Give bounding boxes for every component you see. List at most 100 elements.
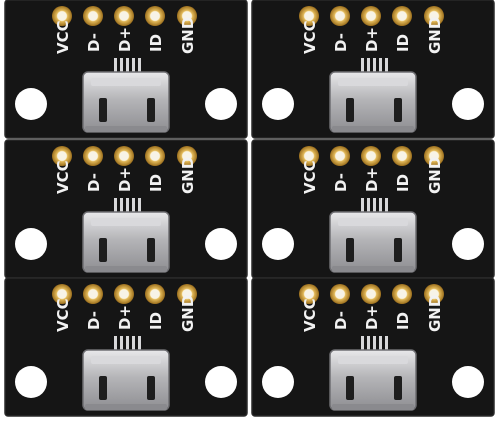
pin-label: VCC — [301, 20, 319, 54]
header-pad-hole — [335, 11, 345, 21]
connector-lip — [91, 356, 161, 364]
header-pad-hole — [182, 289, 192, 299]
pin-label: VCC — [54, 20, 72, 54]
connector-slot — [346, 238, 354, 262]
header-pad-hole — [366, 151, 376, 161]
pin-label: D- — [332, 311, 350, 330]
header-pad-hole — [119, 151, 129, 161]
connector-contact — [379, 336, 382, 350]
pin-label: D+ — [116, 305, 134, 330]
pin-label: GND — [426, 295, 444, 332]
connector-tab — [332, 126, 414, 132]
pin-label: ID — [147, 312, 165, 330]
connector-slot — [99, 98, 107, 122]
header-pad-hole — [304, 11, 314, 21]
pin-label: GND — [179, 157, 197, 194]
connector-slot — [147, 238, 155, 262]
header-pad-hole — [150, 151, 160, 161]
header-pad-hole — [335, 151, 345, 161]
connector-contact — [367, 198, 370, 212]
connector-slot — [394, 238, 402, 262]
connector-contact — [132, 58, 135, 72]
mounting-hole — [262, 228, 294, 260]
connector-contact — [120, 336, 123, 350]
header-pad-hole — [182, 151, 192, 161]
connector-contact — [126, 58, 129, 72]
header-pad-hole — [397, 151, 407, 161]
connector-tab — [85, 126, 167, 132]
connector-tab — [332, 266, 414, 272]
header-pad-hole — [429, 289, 439, 299]
header-pad-hole — [304, 151, 314, 161]
header-pad-hole — [304, 289, 314, 299]
mounting-hole — [205, 228, 237, 260]
pin-label: VCC — [54, 298, 72, 332]
connector-slot — [147, 98, 155, 122]
pin-label: GND — [426, 157, 444, 194]
pin-label: D- — [85, 311, 103, 330]
connector-contact — [385, 198, 388, 212]
mounting-hole — [205, 366, 237, 398]
connector-lip — [338, 78, 408, 86]
connector-contact — [361, 336, 364, 350]
header-pad-hole — [57, 11, 67, 21]
connector-lip — [338, 218, 408, 226]
connector-tab — [332, 404, 414, 410]
mounting-hole — [452, 366, 484, 398]
header-pad-hole — [366, 11, 376, 21]
pin-label: D+ — [116, 27, 134, 52]
header-pad-hole — [397, 11, 407, 21]
header-pad-hole — [119, 11, 129, 21]
connector-contact — [385, 336, 388, 350]
header-pad-hole — [88, 289, 98, 299]
breakout-board: VCC D- D+ ID GND — [4, 277, 248, 417]
connector-contact — [138, 198, 141, 212]
connector-contact — [114, 198, 117, 212]
connector-contact — [114, 336, 117, 350]
connector-contact — [379, 198, 382, 212]
connector-lip — [91, 78, 161, 86]
pin-label: ID — [394, 34, 412, 52]
pin-label: D- — [85, 33, 103, 52]
connector-contact — [361, 58, 364, 72]
connector-contact — [367, 336, 370, 350]
connector-contact — [138, 336, 141, 350]
connector-contact — [361, 198, 364, 212]
mounting-hole — [15, 88, 47, 120]
connector-slot — [346, 376, 354, 400]
pin-label: D- — [332, 33, 350, 52]
mounting-hole — [452, 88, 484, 120]
connector-contact — [138, 58, 141, 72]
header-pad-hole — [366, 289, 376, 299]
pin-label: D- — [85, 173, 103, 192]
mounting-hole — [452, 228, 484, 260]
connector-slot — [147, 376, 155, 400]
header-pad-hole — [429, 11, 439, 21]
header-pad-hole — [88, 151, 98, 161]
connector-contact — [126, 198, 129, 212]
header-pad-hole — [57, 289, 67, 299]
header-pad-hole — [335, 289, 345, 299]
connector-lip — [91, 218, 161, 226]
mounting-hole — [205, 88, 237, 120]
connector-lip — [338, 356, 408, 364]
header-pad-hole — [429, 151, 439, 161]
pin-label: ID — [147, 174, 165, 192]
connector-contact — [367, 58, 370, 72]
connector-contact — [373, 336, 376, 350]
connector-tab — [85, 266, 167, 272]
pin-label: GND — [179, 295, 197, 332]
header-pad-hole — [88, 11, 98, 21]
header-pad-hole — [150, 11, 160, 21]
connector-tab — [85, 404, 167, 410]
pin-label: ID — [394, 174, 412, 192]
connector-slot — [346, 98, 354, 122]
connector-slot — [99, 376, 107, 400]
mounting-hole — [262, 88, 294, 120]
mounting-hole — [262, 366, 294, 398]
